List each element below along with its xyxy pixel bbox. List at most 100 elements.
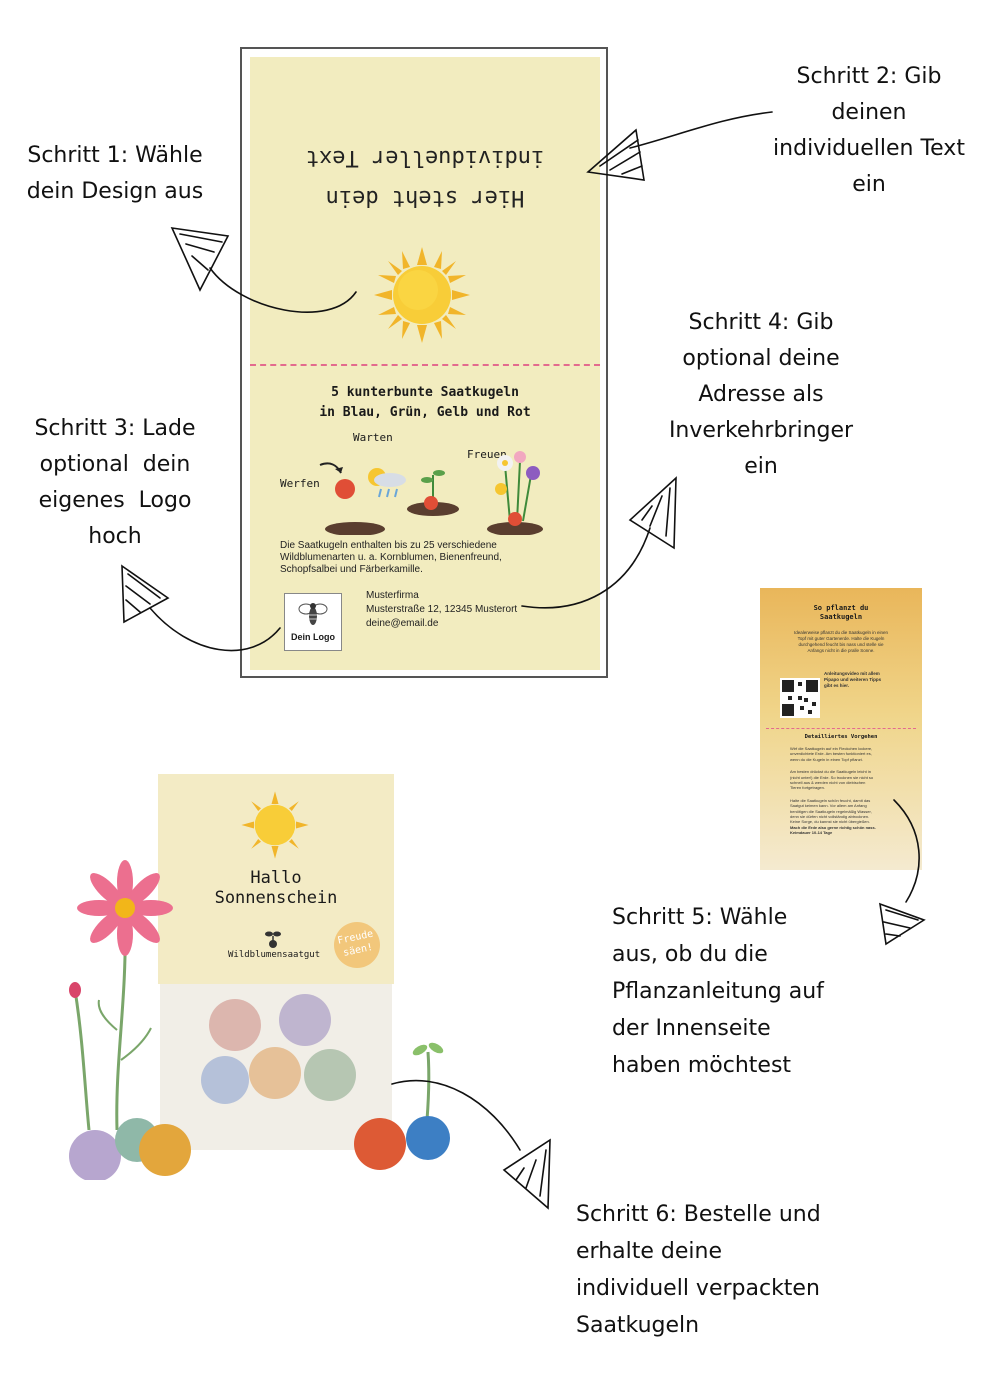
step-4-line: Schritt 4: Gib: [688, 310, 834, 335]
street-address: Musterstraße 12, 12345 Musterort: [366, 604, 518, 615]
detail-line: (nicht unter!) die Erde. So trocknen sie…: [790, 774, 874, 780]
video-hint-line: Anleitungsvideo mit allem: [824, 671, 880, 676]
step-5-text: Schritt 5: Wähle aus, ob du die Pflanzan…: [612, 899, 872, 1084]
step-3-text: Schritt 3: Lade optional dein eigenes Lo…: [20, 411, 210, 555]
video-hint: Anleitungsvideo mit allem Pipapo und wei…: [824, 671, 916, 689]
step-5-line: haben möchtest: [612, 1053, 792, 1078]
arrow-step-2: [629, 111, 773, 149]
label-freuen: Freuen: [467, 448, 507, 461]
detail-line: Wirf die Saatkugeln auf ein Fleckchen lo…: [790, 746, 873, 751]
detail-line: Halte die Saatkugeln schön feucht, damit…: [790, 797, 871, 803]
step-2-line: Schritt 2: Gib: [796, 64, 942, 89]
card-preview[interactable]: individueller Text Hier steht dein 5 kun…: [240, 47, 608, 678]
brand-name: Wildblumensaatgut: [228, 950, 321, 960]
step-2-line: individuellen Text: [773, 136, 965, 161]
arrow-head-step-6: [502, 1138, 551, 1210]
arrow-step-1: [209, 267, 357, 313]
address-block[interactable]: Musterfirma Musterstraße 12, 12345 Muste…: [366, 589, 517, 631]
seed-balls: [201, 994, 356, 1104]
arrow-head-step-4: [628, 476, 677, 550]
arrow-head-step-5: [879, 902, 926, 946]
step-4-line: ein: [744, 454, 778, 479]
detail-line: denn sie dürfen nicht vollständig abtroc…: [790, 814, 870, 820]
description-line: Die Saatkugeln enthalten bis zu 25 versc…: [280, 540, 497, 551]
growth-illustration: [319, 451, 543, 535]
pack-title-line: Sonnenschein: [214, 888, 338, 908]
detail-line: unverdichtete Erde. Am besten funktionie…: [790, 751, 872, 757]
step-4-line: Inverkehrbringer: [668, 418, 854, 443]
step-2-line: ein: [852, 172, 886, 197]
step-6-text: Schritt 6: Bestelle und erhalte deine in…: [576, 1196, 866, 1344]
detail-steps: Wirf die Saatkugeln auf ein Fleckchen lo…: [790, 746, 918, 836]
step-6-line: individuell verpackten: [576, 1276, 820, 1301]
step-6-line: erhalte deine: [576, 1239, 722, 1264]
step-3-line: hoch: [88, 524, 142, 549]
instruction-fold-line: [766, 728, 916, 729]
arrow-step-6: [391, 1079, 521, 1151]
description-line: Wildblumenarten u. a. Kornblumen, Bienen…: [280, 552, 502, 563]
logo-upload[interactable]: Dein Logo: [284, 593, 342, 651]
seed-bag: [160, 970, 392, 1150]
company-name: Musterfirma: [366, 590, 419, 601]
label-werfen: Werfen: [280, 477, 320, 490]
detail-line: wenn du die Kugeln in einen Topf pflanzt…: [790, 756, 863, 762]
detail-line: Mach die Erde also gerne richtig schön n…: [790, 824, 876, 830]
step-1-line: dein Design aus: [26, 179, 204, 204]
instruction-card[interactable]: So pflanzt du Saatkugeln Idealerweise pf…: [760, 588, 922, 870]
step-1-text: Schritt 1: Wähle dein Design aus: [18, 138, 212, 210]
instruction-intro: Idealerweise pflanzt du die Saatkugeln i…: [768, 630, 914, 654]
arrow-step-3: [149, 607, 281, 652]
bee-icon: [298, 603, 328, 625]
detail-line: Keine Sorge, du kannst sie nicht übergie…: [790, 819, 870, 825]
instruction-title-line: Saatkugeln: [819, 613, 863, 621]
step-3-line: optional dein: [39, 452, 191, 477]
step-6-line: Saatkugeln: [576, 1313, 700, 1338]
card-heading-line: in Blau, Grün, Gelb und Rot: [319, 405, 531, 420]
email-address: deine@email.de: [366, 618, 439, 629]
instruction-intro-line: durchgehend feucht bis nass und stelle s…: [798, 642, 884, 647]
detail-title: Detailliertes Vorgehen: [804, 734, 878, 740]
card-front: individueller Text Hier steht dein 5 kun…: [250, 57, 600, 670]
pack-sun-icon: [241, 791, 309, 859]
sun-icon: [374, 247, 470, 343]
pack-label: Hallo Sonnenschein Wildblumensaatgut Fre…: [158, 774, 394, 984]
pack-title-line: Hallo: [250, 868, 302, 888]
step-2-text: Schritt 2: Gib deinen individuellen Text…: [758, 59, 980, 203]
description: Die Saatkugeln enthalten bis zu 25 versc…: [280, 540, 580, 576]
arrow-head-step-2: [586, 128, 645, 181]
pack-title: Hallo Sonnenschein: [158, 868, 394, 908]
arrow-step-5: [893, 799, 920, 903]
flower-illustration: [69, 860, 191, 1180]
step-5-line: Schritt 5: Wähle: [612, 905, 788, 930]
detail-line: Keimdauer 10-14 Tage: [790, 830, 833, 836]
instruction-title: So pflanzt du Saatkugeln: [760, 604, 922, 622]
arrow-head-step-3: [121, 564, 170, 624]
video-hint-line: gibt es hier.: [824, 683, 850, 688]
step-4-line: optional deine: [682, 346, 840, 371]
step-4-text: Schritt 4: Gib optional deine Adresse al…: [650, 305, 872, 485]
logo-label: Dein Logo: [291, 632, 335, 642]
step-3-line: Schritt 3: Lade: [34, 416, 196, 441]
arrow-head-step-1: [170, 227, 230, 292]
instruction-intro-line: Anfangs nicht in die pralle Sonne.: [807, 648, 875, 653]
arrow-step-4: [521, 527, 651, 609]
step-5-line: der Innenseite: [612, 1016, 771, 1041]
instruction-intro-line: Idealerweise pflanzt du die Saatkugeln i…: [793, 630, 889, 635]
instruction-title-line: So pflanzt du: [813, 604, 869, 612]
fold-line: [250, 364, 600, 366]
video-hint-line: Pipapo und weiteren Tipps: [824, 677, 882, 682]
instruction-intro-line: Topf mit guter Gartenerde. Halte die Kug…: [797, 636, 885, 641]
step-2-line: deinen: [831, 100, 907, 125]
card-heading: 5 kunterbunte Saatkugeln in Blau, Grün, …: [250, 383, 600, 423]
step-5-line: Pflanzanleitung auf: [612, 979, 824, 1004]
label-warten: Warten: [353, 431, 393, 444]
sprout-logo-icon: [265, 931, 281, 948]
detail-line: Am besten drückst du die Saatkugeln leic…: [790, 769, 871, 775]
step-3-line: eigenes Logo: [38, 488, 192, 513]
qr-code-icon: [780, 678, 820, 718]
step-1-line: Schritt 1: Wähle: [27, 143, 203, 168]
detail-line: benötigen die Saatkugeln regelmäßig Wass…: [790, 808, 872, 814]
step-4-line: Adresse als: [698, 382, 824, 407]
detail-line: Tieren fortgetragen.: [790, 785, 825, 791]
